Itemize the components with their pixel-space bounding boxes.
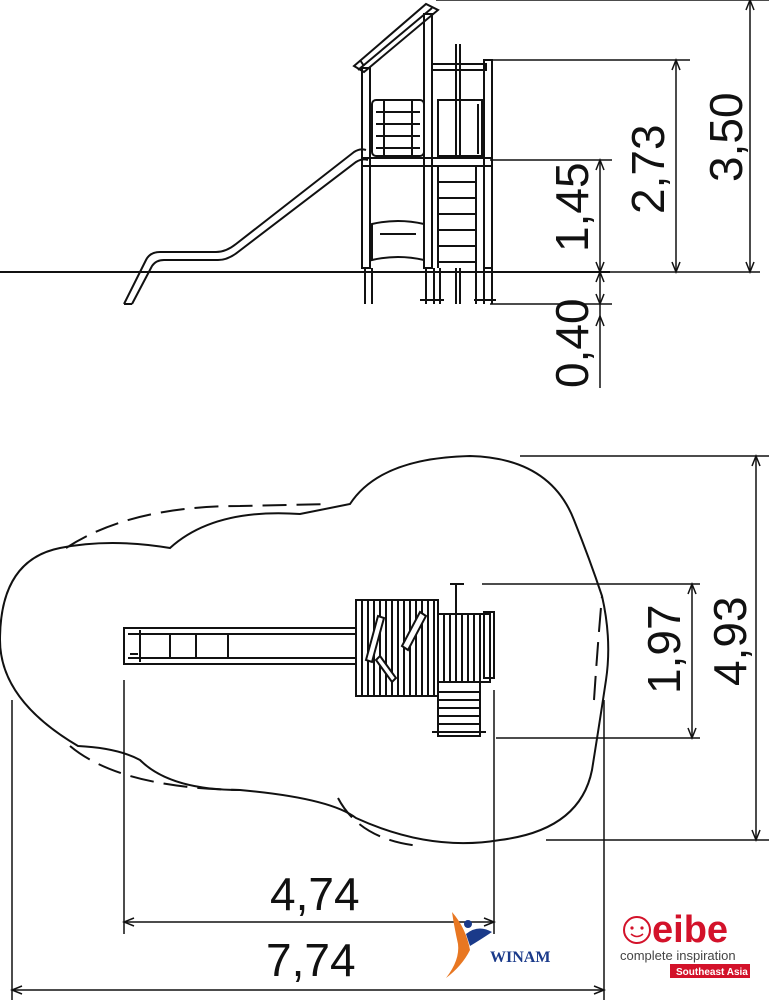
footings-side <box>364 268 496 304</box>
plan-view <box>0 453 769 1000</box>
plan-dimension-lines <box>9 453 769 1000</box>
slide-plan <box>123 627 357 665</box>
dimension-roof-height: 2,73 <box>622 124 674 214</box>
ladder-plan <box>432 681 486 737</box>
roof-side <box>352 2 440 74</box>
platform-roof-plan <box>355 599 439 697</box>
eibe-face-icon <box>623 916 651 944</box>
eibe-logo: eibe complete inspiration Southeast Asia <box>620 909 750 978</box>
dimension-total-height: 3,50 <box>700 92 752 182</box>
platform-wall-side <box>371 99 425 157</box>
plan-dimension-labels: 4,93 1,97 4,74 7,74 <box>266 596 756 986</box>
dimension-foundation-depth: 0,40 <box>546 298 598 388</box>
eibe-tagline: complete inspiration <box>620 948 736 963</box>
dimension-safety-zone-length: 7,74 <box>266 934 356 986</box>
platform-deck-side <box>361 157 493 167</box>
safety-zone-dashed <box>65 503 603 847</box>
deck-plan <box>437 583 495 683</box>
dimension-structure-depth: 1,97 <box>638 604 690 694</box>
side-elevation-view <box>0 0 769 388</box>
ladder-side <box>437 166 477 268</box>
side-dimension-labels: 3,50 2,73 1,45 0,40 <box>546 92 752 388</box>
lower-panel-side <box>371 220 425 262</box>
climbing-rail-side <box>437 44 483 158</box>
dimension-safety-zone-depth: 4,93 <box>704 596 756 686</box>
winam-logo: WINAM <box>446 912 550 978</box>
winam-logo-text: WINAM <box>490 949 550 966</box>
winam-figure-icon <box>446 912 470 978</box>
dimension-platform-height: 1,45 <box>546 162 598 252</box>
eibe-region-badge <box>670 964 750 978</box>
eibe-region-text: Southeast Asia <box>676 967 748 978</box>
dimension-structure-length: 4,74 <box>270 868 360 920</box>
side-dimension-lines <box>436 0 769 388</box>
safety-zone-outline <box>0 454 610 845</box>
slide-side <box>123 148 369 305</box>
eibe-logo-text: eibe <box>652 909 728 951</box>
